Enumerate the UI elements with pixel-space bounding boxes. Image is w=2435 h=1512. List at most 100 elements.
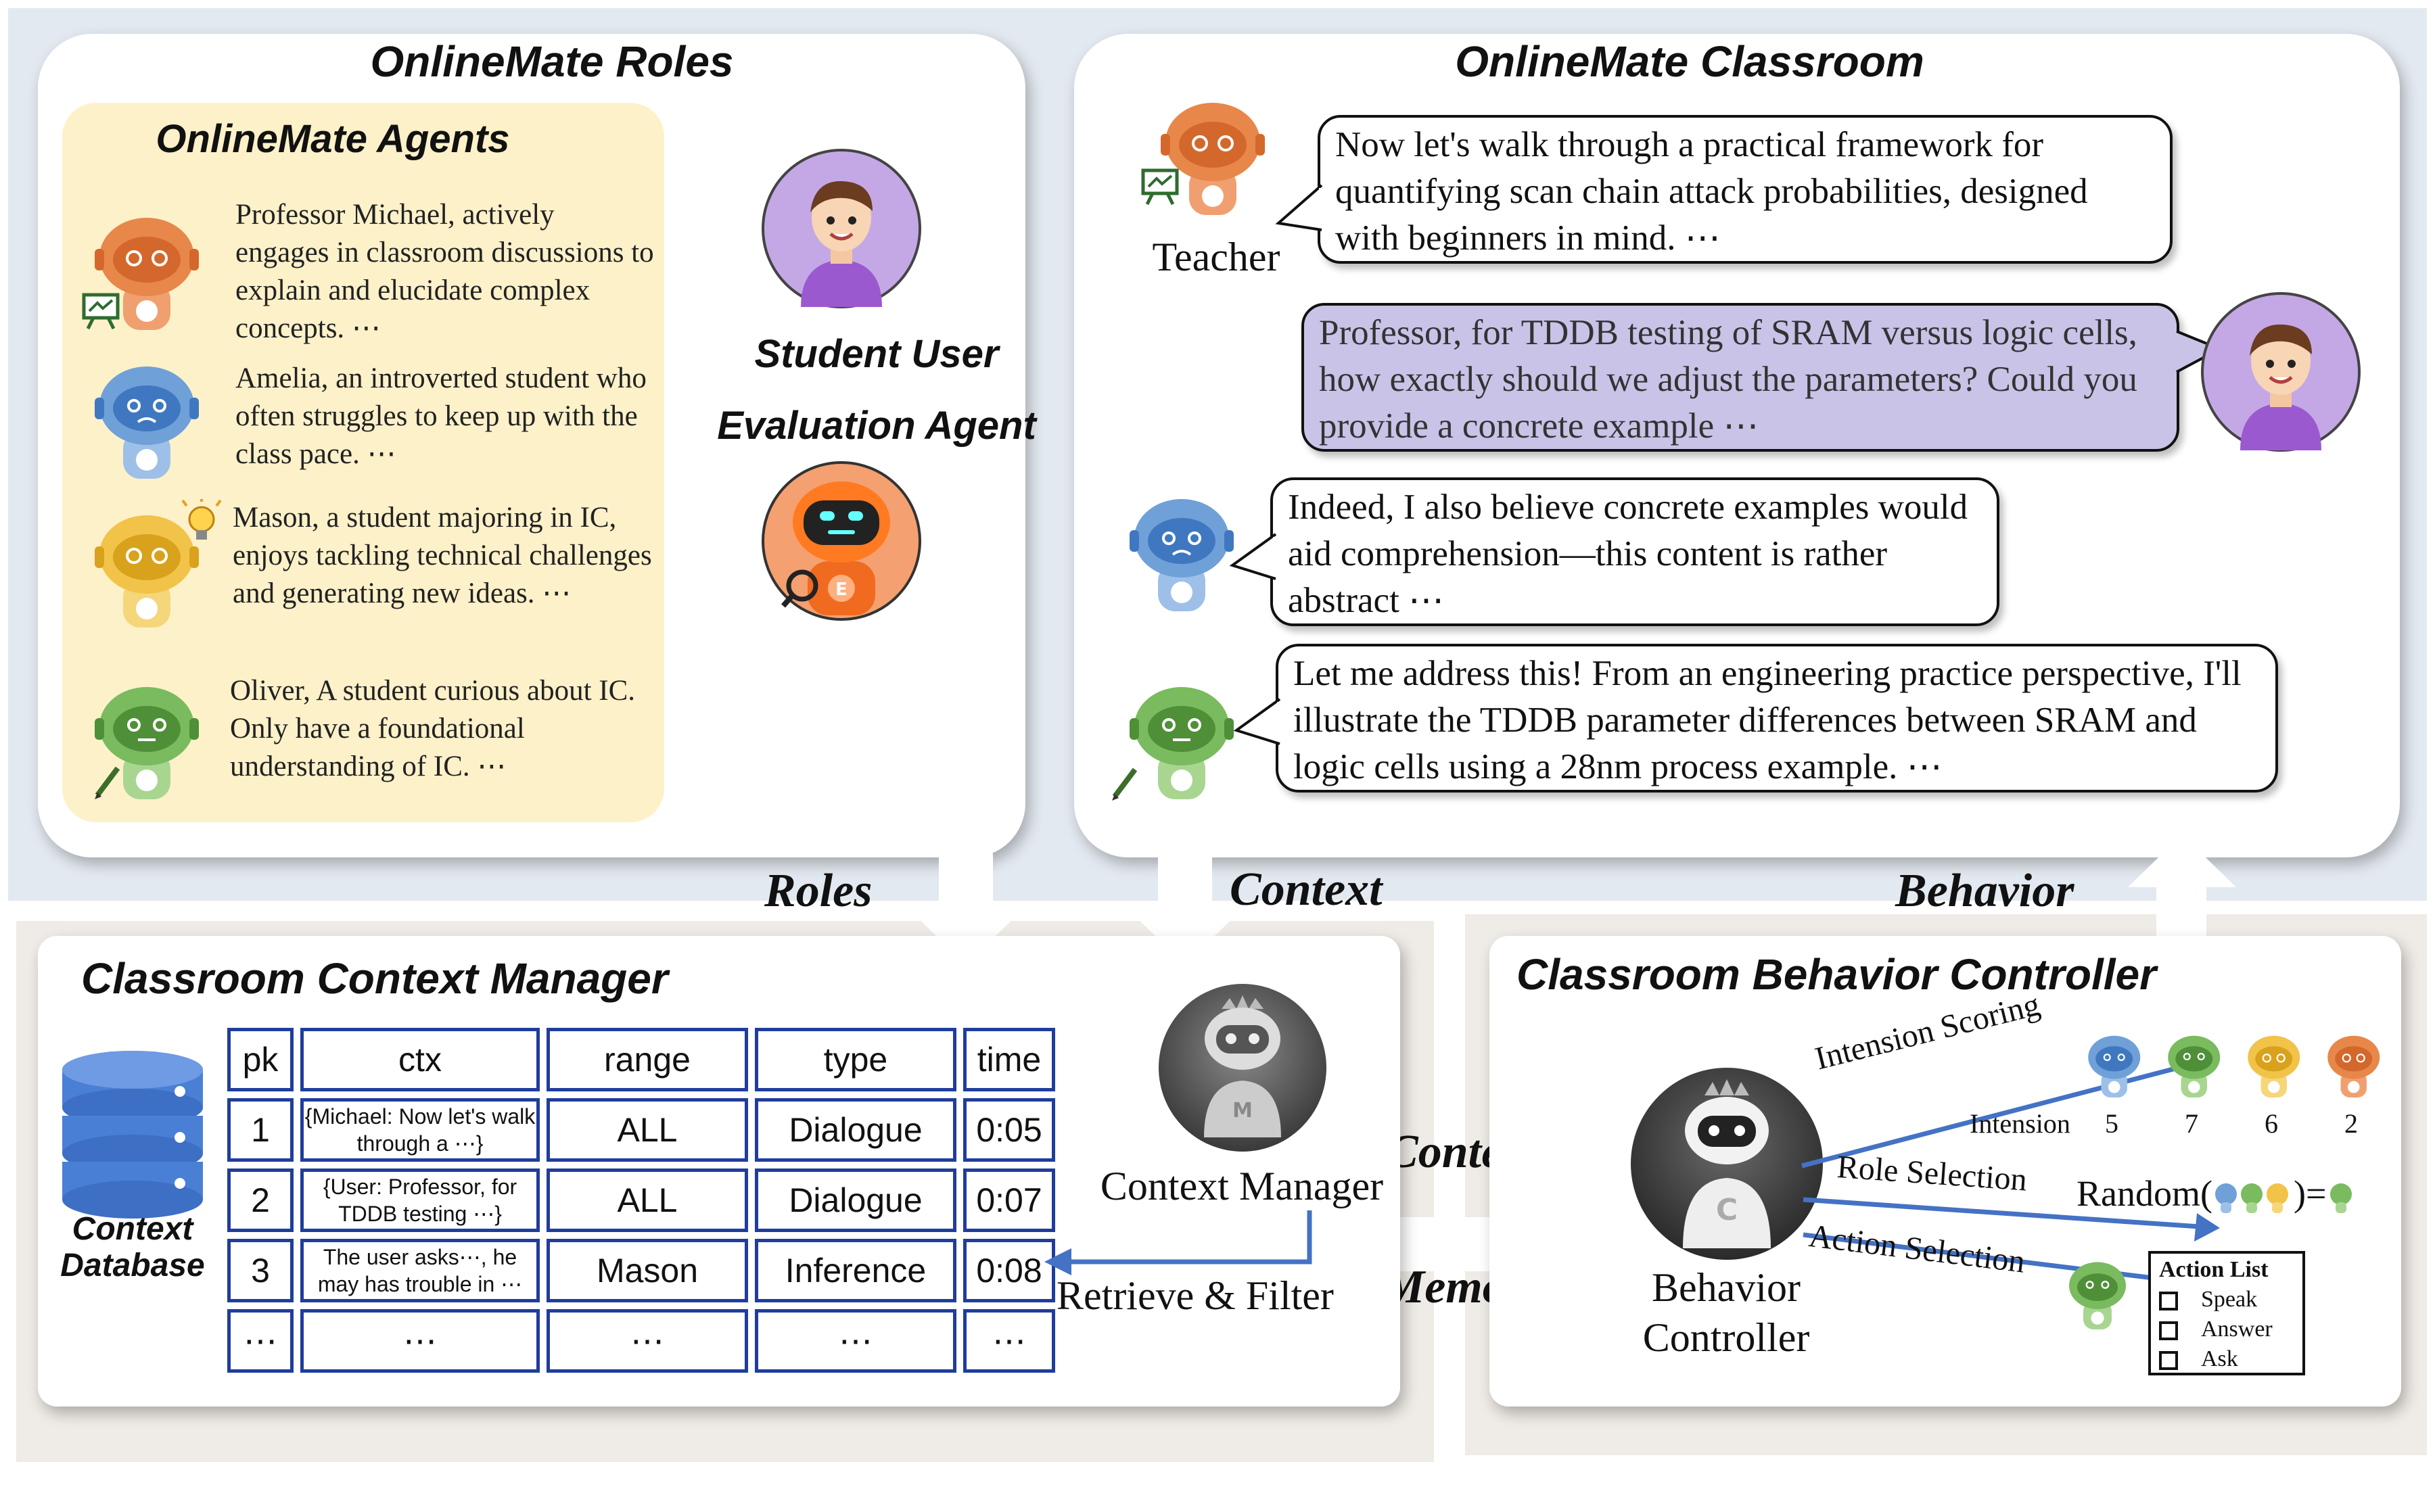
- table-row: 2 {User: Professor, for TDDB testing ⋯} …: [227, 1168, 1055, 1232]
- oliver-message-bubble: Let me address this! From an engineering…: [1276, 644, 2278, 793]
- agent-item: Mason, a student majoring in IC, enjoys …: [62, 495, 664, 641]
- agents-title: OnlineMate Agents: [156, 117, 510, 161]
- retrieve-filter-arrow: [1044, 1210, 1312, 1275]
- robot-avatar-icon: [2055, 1256, 2136, 1338]
- robot-avatar-icon: [76, 357, 211, 492]
- database-label-line2: Database: [60, 1248, 205, 1283]
- table-header-cell: range: [547, 1028, 748, 1091]
- table-header-cell: ctx: [300, 1028, 540, 1091]
- roles-panel: OnlineMate Roles OnlineMate Agents: [38, 34, 1036, 857]
- action-item: Ask: [2159, 1344, 2302, 1374]
- message-text: Now let's walk through a practical frame…: [1335, 125, 2088, 258]
- controller-label-line2: Controller: [1642, 1315, 1810, 1360]
- table-cell: Inference: [755, 1239, 956, 1302]
- context-manager-avatar: M: [1157, 982, 1328, 1154]
- table-cell: {Michael: Now let's walk through a ⋯}: [300, 1098, 540, 1162]
- table-cell: 2: [227, 1168, 294, 1232]
- random-suffix: )=: [2293, 1173, 2327, 1214]
- svg-text:M: M: [1232, 1099, 1253, 1123]
- table-cell: The user asks⋯, he may has trouble in ⋯: [300, 1239, 540, 1302]
- teacher-board-icon: [1140, 166, 1181, 207]
- lightbulb-icon: [181, 495, 222, 546]
- agent-description: Amelia, an introverted student who often…: [235, 362, 647, 470]
- action-label: Answer: [2201, 1317, 2273, 1342]
- intension-label: Intension: [1970, 1108, 2070, 1139]
- table-row: 1 {Michael: Now let's walk through a ⋯} …: [227, 1098, 1055, 1162]
- amelia-message-bubble: Indeed, I also believe concrete examples…: [1270, 477, 1999, 626]
- robot-avatar-icon: [2075, 1031, 2150, 1105]
- table-cell: ⋯: [755, 1309, 956, 1373]
- bubble-tail: [1229, 533, 1278, 580]
- robot-avatar-icon: [1111, 490, 1246, 625]
- table-cell: ⋯: [300, 1309, 540, 1373]
- agents-box: OnlineMate Agents Professor Michael, act: [62, 103, 664, 822]
- robot-avatar-icon: [76, 678, 211, 813]
- pencil-icon: [92, 760, 126, 801]
- table-cell: Mason: [547, 1239, 748, 1302]
- table-row: ⋯ ⋯ ⋯ ⋯ ⋯: [227, 1309, 1055, 1373]
- context-table: pk ctx range type time 1 {Michael: Now l…: [221, 1021, 1062, 1379]
- table-cell: 0:08: [963, 1239, 1055, 1302]
- table-row: 3 The user asks⋯, he may has trouble in …: [227, 1239, 1055, 1302]
- evaluation-agent-label: Evaluation Agent: [717, 404, 1036, 448]
- classroom-panel: OnlineMate Classroom Teacher Now let's w…: [1074, 34, 2400, 857]
- agent-description: Oliver, A student curious about IC. Only…: [230, 675, 636, 782]
- controller-label-line1: Behavior: [1652, 1265, 1801, 1310]
- agent-item: Amelia, an introverted student who often…: [62, 360, 664, 495]
- action-label: Ask: [2201, 1346, 2238, 1371]
- svg-text:C: C: [1716, 1193, 1738, 1227]
- table-cell: ⋯: [963, 1309, 1055, 1373]
- user-message-bubble: Professor, for TDDB testing of SRAM vers…: [1301, 303, 2179, 452]
- robot-avatar-icon: [76, 208, 211, 344]
- score-value: 2: [2344, 1108, 2358, 1139]
- table-cell: ALL: [547, 1168, 748, 1232]
- message-text: Indeed, I also believe concrete examples…: [1288, 488, 1968, 620]
- pencil-icon: [1109, 761, 1143, 802]
- action-list-title: Action List: [2159, 1257, 2269, 1282]
- action-item: Speak: [2159, 1285, 2302, 1315]
- random-prefix: Random(: [2077, 1173, 2212, 1214]
- table-cell: 0:07: [963, 1168, 1055, 1232]
- score-value: 5: [2105, 1108, 2118, 1139]
- robot-avatar-icon: [1111, 678, 1246, 813]
- context-flow-label: Context: [1230, 864, 1383, 916]
- svg-text:E: E: [835, 580, 848, 600]
- random-formula: Random( )=: [2077, 1173, 2356, 1214]
- agent-item: Professor Michael, actively engages in c…: [62, 196, 664, 344]
- table-cell: 1: [227, 1098, 294, 1162]
- table-cell: Dialogue: [755, 1098, 956, 1162]
- action-label: Speak: [2201, 1287, 2258, 1312]
- checkbox-icon: [2159, 1351, 2178, 1371]
- bubble-tail: [1233, 698, 1282, 745]
- roles-panel-title: OnlineMate Roles: [370, 37, 734, 86]
- teacher-message-bubble: Now let's walk through a practical frame…: [1318, 115, 2173, 264]
- agent-description: Mason, a student majoring in IC, enjoys …: [233, 502, 652, 609]
- context-manager-label: Context Manager: [1100, 1164, 1384, 1208]
- student-user-label: Student User: [754, 332, 999, 376]
- behavior-flow-label: Behavior: [1895, 865, 2074, 917]
- action-list: Action List Speak Answer Ask: [2148, 1251, 2305, 1375]
- database-label-line1: Context: [72, 1211, 193, 1247]
- checkbox-icon: [2159, 1292, 2178, 1311]
- agent-item: Oliver, A student curious about IC. Only…: [62, 672, 664, 814]
- robot-avatar-icon: [2155, 1031, 2229, 1105]
- behavior-controller-avatar: C: [1629, 1066, 1825, 1262]
- behavior-flow-arrow: [2128, 834, 2236, 941]
- mini-robots-icon: [2212, 1181, 2294, 1214]
- message-text: Professor, for TDDB testing of SRAM vers…: [1319, 313, 2137, 446]
- message-text: Let me address this! From an engineering…: [1293, 654, 2242, 786]
- agent-description: Professor Michael, actively engages in c…: [235, 199, 654, 344]
- evaluation-agent-avatar: E: [760, 460, 923, 622]
- table-header-row: pk ctx range type time: [227, 1028, 1055, 1091]
- teacher-label: Teacher: [1152, 235, 1280, 279]
- table-cell: {User: Professor, for TDDB testing ⋯}: [300, 1168, 540, 1232]
- robot-avatar-icon: [2315, 1031, 2389, 1105]
- context-manager-title: Classroom Context Manager: [81, 954, 668, 1003]
- checkbox-icon: [2159, 1321, 2178, 1341]
- table-cell: ⋯: [547, 1309, 748, 1373]
- table-cell: 3: [227, 1239, 294, 1302]
- roles-flow-label: Roles: [764, 865, 873, 917]
- table-cell: 0:05: [963, 1098, 1055, 1162]
- teacher-robot-icon: [1142, 93, 1277, 229]
- behavior-controller-panel: Classroom Behavior Controller C Behavior…: [1489, 936, 2401, 1407]
